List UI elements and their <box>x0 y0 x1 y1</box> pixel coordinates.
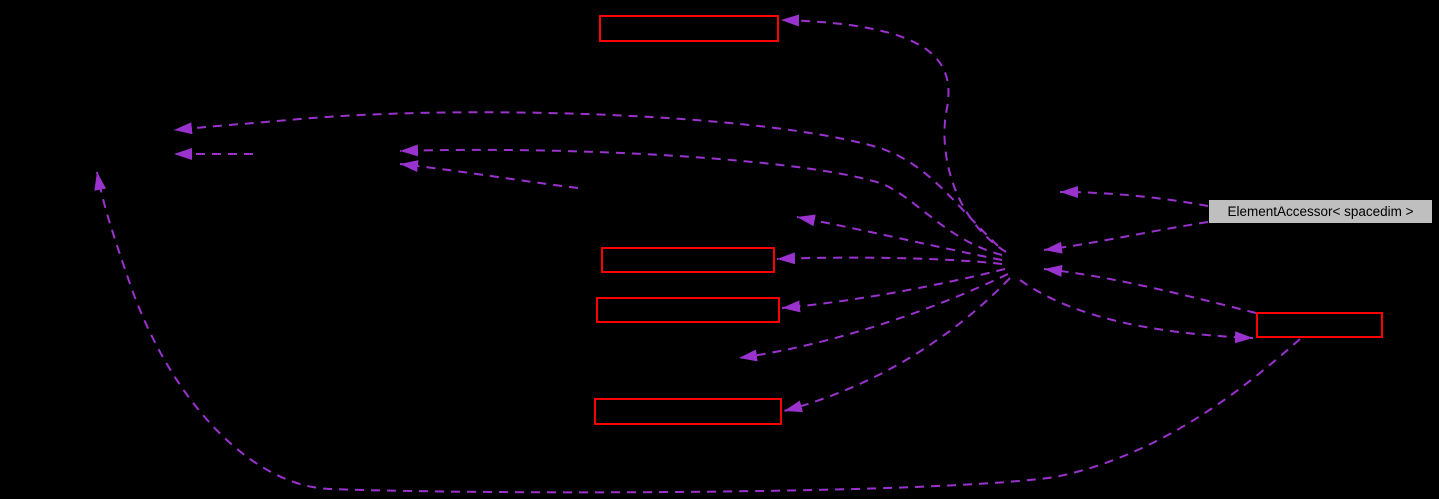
dependency-edge-to-right-box <box>1019 279 1254 344</box>
dependency-edge-bottom-arc <box>94 171 1301 494</box>
dependency-edge-to-bottom-box <box>783 277 1011 413</box>
class-node-right[interactable] <box>1256 312 1383 338</box>
dependency-edge-to-midleft-upper <box>399 144 1003 256</box>
focus-node-label: ElementAccessor< spacedim > <box>1227 204 1414 219</box>
dependency-edge-from-elementaccessor-upper <box>1059 186 1209 207</box>
class-node-top[interactable] <box>599 15 779 42</box>
dependency-edge-to-top-box <box>780 14 1007 253</box>
dependency-edge-from-right-box <box>1043 264 1257 314</box>
dependency-edge-to-lowermid-node <box>738 273 1009 362</box>
dependency-edge-to-far-left-upper <box>173 111 999 247</box>
dependency-edge-to-middle-lower-box <box>781 268 1006 313</box>
dependency-edge-to-center-node <box>796 214 1003 261</box>
dependency-edge-to-middle-upper-box <box>776 252 1003 265</box>
class-node-middle-upper[interactable] <box>601 247 775 273</box>
class-node-middle-lower[interactable] <box>596 297 780 323</box>
dependency-edge-from-elementaccessor-lower <box>1043 221 1209 254</box>
class-node-bottom[interactable] <box>594 398 782 425</box>
dependency-edge-to-midleft-lower <box>399 160 579 189</box>
focus-node-elementaccessor: ElementAccessor< spacedim > <box>1208 199 1433 224</box>
